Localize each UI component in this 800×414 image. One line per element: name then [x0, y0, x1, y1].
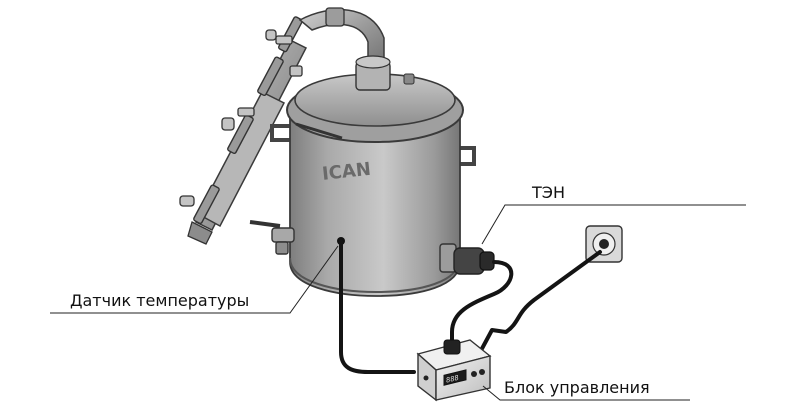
label-temperature-sensor: Датчик температуры: [70, 291, 249, 310]
boiling-vessel: ICAN: [249, 55, 476, 297]
heater-cap: [479, 251, 495, 271]
label-control-unit: Блок управления: [504, 378, 650, 397]
drain-tap: [249, 220, 295, 255]
leader-sensor: [50, 245, 339, 314]
heater-element: [439, 243, 495, 275]
column-clamp: [193, 16, 303, 225]
control-unit-button: [423, 375, 429, 381]
control-unit: 888: [416, 339, 492, 402]
column-outlet: [187, 221, 213, 245]
socket-plug: [599, 239, 609, 249]
control-unit-gland: [443, 339, 461, 355]
vessel-handle-left: [270, 124, 292, 142]
bend-clamp: [325, 7, 345, 27]
control-unit-display: [443, 369, 467, 386]
heater-cable: [450, 260, 514, 348]
leader-lines: [50, 204, 746, 401]
leader-control-unit: [482, 385, 690, 401]
control-unit-button: [479, 369, 485, 375]
vessel-logo: ICAN: [321, 159, 372, 185]
distillation-column: [179, 7, 385, 245]
cables: [339, 239, 602, 374]
power-cable: [476, 250, 602, 358]
control-unit-display-value: 888: [446, 373, 459, 385]
vessel-bottom-rim: [289, 257, 461, 294]
lid-probe: [295, 122, 343, 140]
wall-socket: [585, 225, 623, 263]
label-heater: ТЭН: [531, 183, 565, 202]
column-fitting: [179, 29, 303, 207]
leader-heater: [481, 204, 746, 245]
control-unit-button: [471, 371, 477, 377]
lid-neck-top: [355, 55, 391, 69]
lid-port: [403, 73, 415, 85]
sensor-cable: [339, 239, 416, 374]
